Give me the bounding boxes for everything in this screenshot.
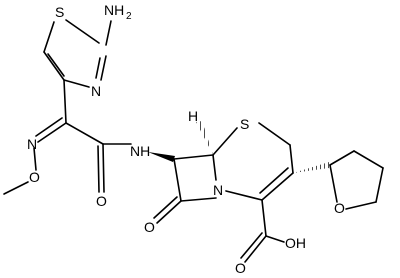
hashed-wedge-bond bbox=[196, 121, 213, 155]
bond bbox=[353, 150, 384, 169]
bond bbox=[212, 154, 217, 181]
bond bbox=[43, 21, 55, 53]
thf-oxygen-label: O bbox=[334, 200, 345, 216]
bond bbox=[153, 196, 178, 219]
amide-nh-label: NH bbox=[130, 143, 150, 159]
bond bbox=[95, 57, 101, 79]
wedge-bond bbox=[148, 152, 175, 162]
nh2-label: NH bbox=[104, 2, 124, 18]
bond bbox=[97, 145, 100, 193]
bond bbox=[3, 181, 29, 195]
bonds bbox=[3, 19, 384, 263]
bond bbox=[63, 79, 67, 124]
bond bbox=[212, 127, 238, 156]
bond bbox=[100, 55, 107, 81]
bond bbox=[37, 122, 67, 143]
ring-sulfur-label: S bbox=[240, 116, 249, 132]
bond bbox=[156, 200, 182, 224]
oxime-oxygen-label: O bbox=[29, 169, 40, 185]
bond bbox=[63, 79, 90, 88]
bond bbox=[244, 235, 267, 263]
acid-hydroxyl-label: OH bbox=[285, 235, 306, 251]
thiazole-sulfur-label: S bbox=[55, 4, 64, 20]
bond bbox=[329, 150, 355, 166]
atom-labels: NH 2 S N N O NH O S N O O OH O H bbox=[27, 2, 345, 276]
lactam-nitrogen-label: N bbox=[213, 182, 223, 198]
bond bbox=[225, 190, 263, 201]
bond bbox=[65, 122, 104, 145]
bond bbox=[173, 158, 182, 202]
bond bbox=[329, 164, 338, 203]
amide-oxygen-label: O bbox=[96, 193, 107, 209]
bond bbox=[289, 144, 294, 174]
bond bbox=[105, 20, 112, 46]
bond bbox=[345, 201, 377, 210]
nh2-subscript: 2 bbox=[126, 11, 132, 22]
hashed-wedge-bond bbox=[293, 162, 329, 173]
bond bbox=[43, 51, 65, 81]
stereo-hydrogen-label: H bbox=[188, 108, 198, 124]
thiazole-nitrogen-label: N bbox=[91, 83, 101, 99]
bond bbox=[173, 154, 214, 160]
bond bbox=[261, 172, 294, 201]
oxime-nitrogen-label: N bbox=[27, 136, 37, 152]
bond bbox=[102, 143, 105, 193]
lactam-oxygen-label: O bbox=[144, 219, 155, 235]
bond bbox=[265, 235, 285, 243]
bond bbox=[65, 19, 100, 44]
bond bbox=[240, 232, 263, 259]
bond bbox=[261, 199, 267, 237]
acid-oxygen-label: O bbox=[235, 260, 246, 276]
bond bbox=[259, 167, 289, 194]
bond bbox=[180, 197, 217, 202]
bond bbox=[33, 147, 37, 171]
bond bbox=[47, 53, 65, 77]
bond bbox=[375, 167, 384, 203]
bond bbox=[35, 117, 63, 137]
bond bbox=[258, 122, 291, 146]
